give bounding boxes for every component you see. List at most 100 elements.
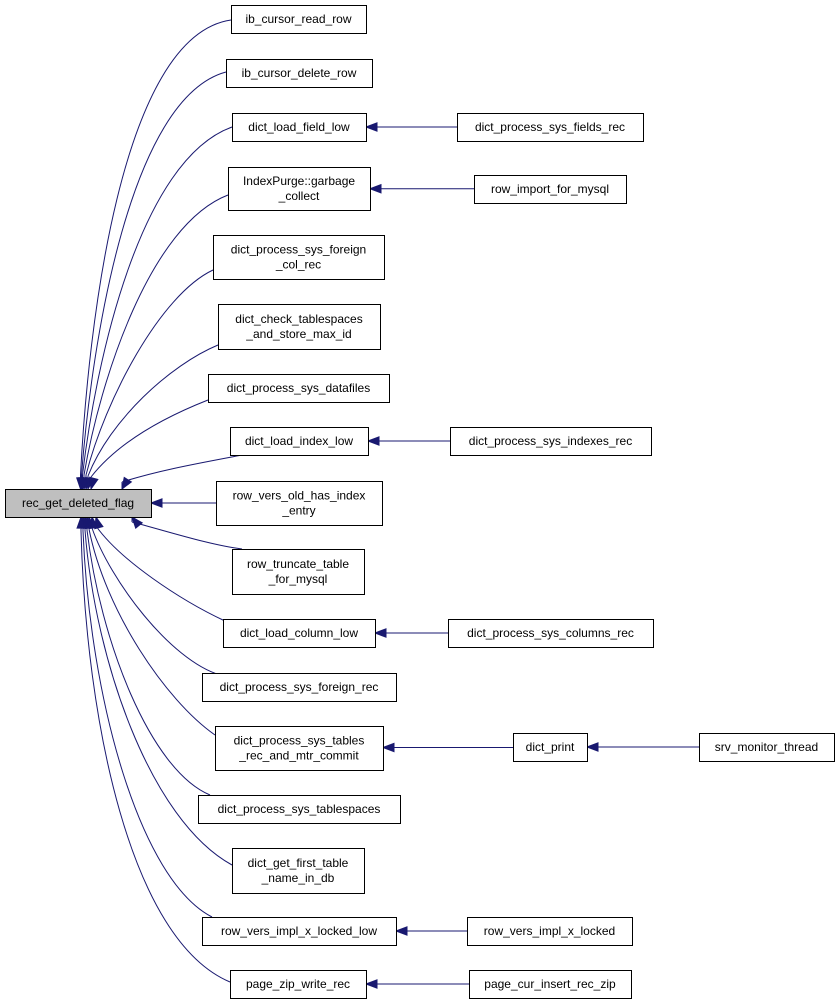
node-label: dict_check_tablespaces [235,312,362,326]
node-rec_get_deleted_flag[interactable]: rec_get_deleted_flag [5,489,152,518]
node-row_import_for_mysql[interactable]: row_import_for_mysql [474,175,627,204]
edge-line [85,269,214,476]
edge-row_truncate_table_for_mysql-to-rec_get_deleted_flag [131,515,243,550]
edge-dict_process_sys_tablespaces-to-rec_get_deleted_flag [82,515,211,796]
node-label: dict_process_sys_fields_rec [475,120,625,134]
node-box [467,917,633,946]
node-box [202,917,397,946]
node-row_truncate_table_for_mysql[interactable]: row_truncate_table_for_mysql [232,549,365,595]
node-IndexPurge_garbage_collect[interactable]: IndexPurge::garbage_collect [228,167,371,211]
node-label: page_zip_write_rec [246,977,350,991]
node-dict_process_sys_foreign_col_rec[interactable]: dict_process_sys_foreign_col_rec [213,235,385,280]
node-box [513,733,588,762]
node-dict_load_column_low[interactable]: dict_load_column_low [223,619,376,648]
edge-dict_load_column_low-to-rec_get_deleted_flag [94,515,226,622]
node-dict_process_sys_fields_rec[interactable]: dict_process_sys_fields_rec [457,113,644,142]
node-dict_get_first_table_name_in_db[interactable]: dict_get_first_table_name_in_db [232,848,365,894]
node-label: _rec_and_mtr_commit [238,749,359,763]
node-box [216,481,383,526]
node-label: row_vers_impl_x_locked [484,924,615,938]
node-box [223,619,376,648]
edge-arrowhead [364,122,378,132]
node-row_vers_impl_x_locked_low[interactable]: row_vers_impl_x_locked_low [202,917,397,946]
node-dict_process_sys_datafiles[interactable]: dict_process_sys_datafiles [208,374,390,403]
node-label: dict_process_sys_foreign_rec [220,680,379,694]
edge-row_import_for_mysql-to-IndexPurge_garbage_collect [368,183,474,194]
edge-line [90,399,209,478]
edge-dict_load_index_low-to-rec_get_deleted_flag [121,454,243,491]
node-label: dict_process_sys_foreign [231,243,366,257]
edge-line [91,527,221,676]
node-label: dict_load_field_low [248,120,350,134]
edge-dict_print-to-dict_process_sys_tables_rec_and_mtr_commit [381,742,513,753]
node-box [226,59,373,88]
node-label: dict_process_sys_datafiles [227,381,370,395]
edge-dict_load_field_low-to-rec_get_deleted_flag [78,126,233,491]
edge-srv_monitor_thread-to-dict_print [585,742,699,752]
node-label: dict_load_column_low [240,626,358,640]
node-dict_print[interactable]: dict_print [513,733,588,762]
edge-line [121,454,243,483]
node-label: ib_cursor_read_row [245,12,351,26]
node-dict_process_sys_tablespaces[interactable]: dict_process_sys_tablespaces [198,795,401,824]
node-ib_cursor_delete_row[interactable]: ib_cursor_delete_row [226,59,373,88]
edge-line [81,71,227,476]
node-row_vers_impl_x_locked[interactable]: row_vers_impl_x_locked [467,917,633,946]
edge-line [95,525,226,622]
edge-line [82,126,233,476]
node-label: dict_get_first_table [248,856,349,870]
edge-arrowhead [366,436,380,446]
node-label: _collect [278,189,320,203]
node-label: _col_rec [275,258,321,272]
edge-line [84,529,233,866]
node-box [198,795,401,824]
node-label: row_vers_impl_x_locked_low [221,924,377,938]
node-dict_check_tablespaces_and_store_max_id[interactable]: dict_check_tablespaces_and_store_max_id [218,304,381,350]
node-box [448,619,654,648]
edge-arrowhead [131,515,144,530]
edge-row_vers_impl_x_locked-to-row_vers_impl_x_locked_low [394,926,467,936]
edge-dict_process_sys_indexes_rec-to-dict_load_index_low [366,436,450,446]
node-box [231,5,367,34]
node-srv_monitor_thread[interactable]: srv_monitor_thread [699,733,835,762]
node-dict_process_sys_columns_rec[interactable]: dict_process_sys_columns_rec [448,619,654,648]
node-label: _name_in_db [261,871,335,885]
node-label: srv_monitor_thread [715,740,818,754]
node-dict_load_field_low[interactable]: dict_load_field_low [232,113,367,142]
edge-line [88,528,216,736]
node-dict_process_sys_indexes_rec[interactable]: dict_process_sys_indexes_rec [450,427,652,456]
node-dict_process_sys_tables_rec_and_mtr_commit[interactable]: dict_process_sys_tables_rec_and_mtr_comm… [215,726,384,771]
edge-line [87,344,219,477]
node-ib_cursor_read_row[interactable]: ib_cursor_read_row [231,5,367,34]
node-box [202,673,397,702]
edge-arrowhead [368,183,382,194]
node-label: dict_process_sys_tablespaces [218,802,381,816]
edge-page_zip_write_rec-to-rec_get_deleted_flag [76,515,231,983]
node-label: dict_process_sys_tables [234,734,365,748]
edge-line [82,530,213,918]
node-box [232,549,365,595]
node-box [5,489,152,518]
node-page_cur_insert_rec_zip[interactable]: page_cur_insert_rec_zip [469,970,632,999]
edge-dict_process_sys_foreign_col_rec-to-rec_get_deleted_flag [82,269,214,491]
node-label: IndexPurge::garbage [243,174,355,188]
node-box [474,175,627,204]
node-label: _for_mysql [268,572,328,586]
node-dict_load_index_low[interactable]: dict_load_index_low [230,427,369,456]
edges-layer [76,19,699,989]
edge-page_cur_insert_rec_zip-to-page_zip_write_rec [364,979,469,989]
node-row_vers_old_has_index_entry[interactable]: row_vers_old_has_index_entry [216,481,383,526]
node-box [232,113,367,142]
node-page_zip_write_rec[interactable]: page_zip_write_rec [230,970,367,999]
edge-line [83,194,229,476]
node-dict_process_sys_foreign_rec[interactable]: dict_process_sys_foreign_rec [202,673,397,702]
edge-dict_process_sys_columns_rec-to-dict_load_column_low [373,628,448,638]
node-label: dict_load_index_low [245,434,353,448]
node-label: dict_process_sys_indexes_rec [469,434,632,448]
node-label: dict_print [526,740,575,754]
edge-arrowhead [121,476,133,491]
edge-row_vers_old_has_index_entry-to-rec_get_deleted_flag [149,498,216,508]
edge-line [80,530,231,983]
edge-dict_process_sys_fields_rec-to-dict_load_field_low [364,122,457,132]
